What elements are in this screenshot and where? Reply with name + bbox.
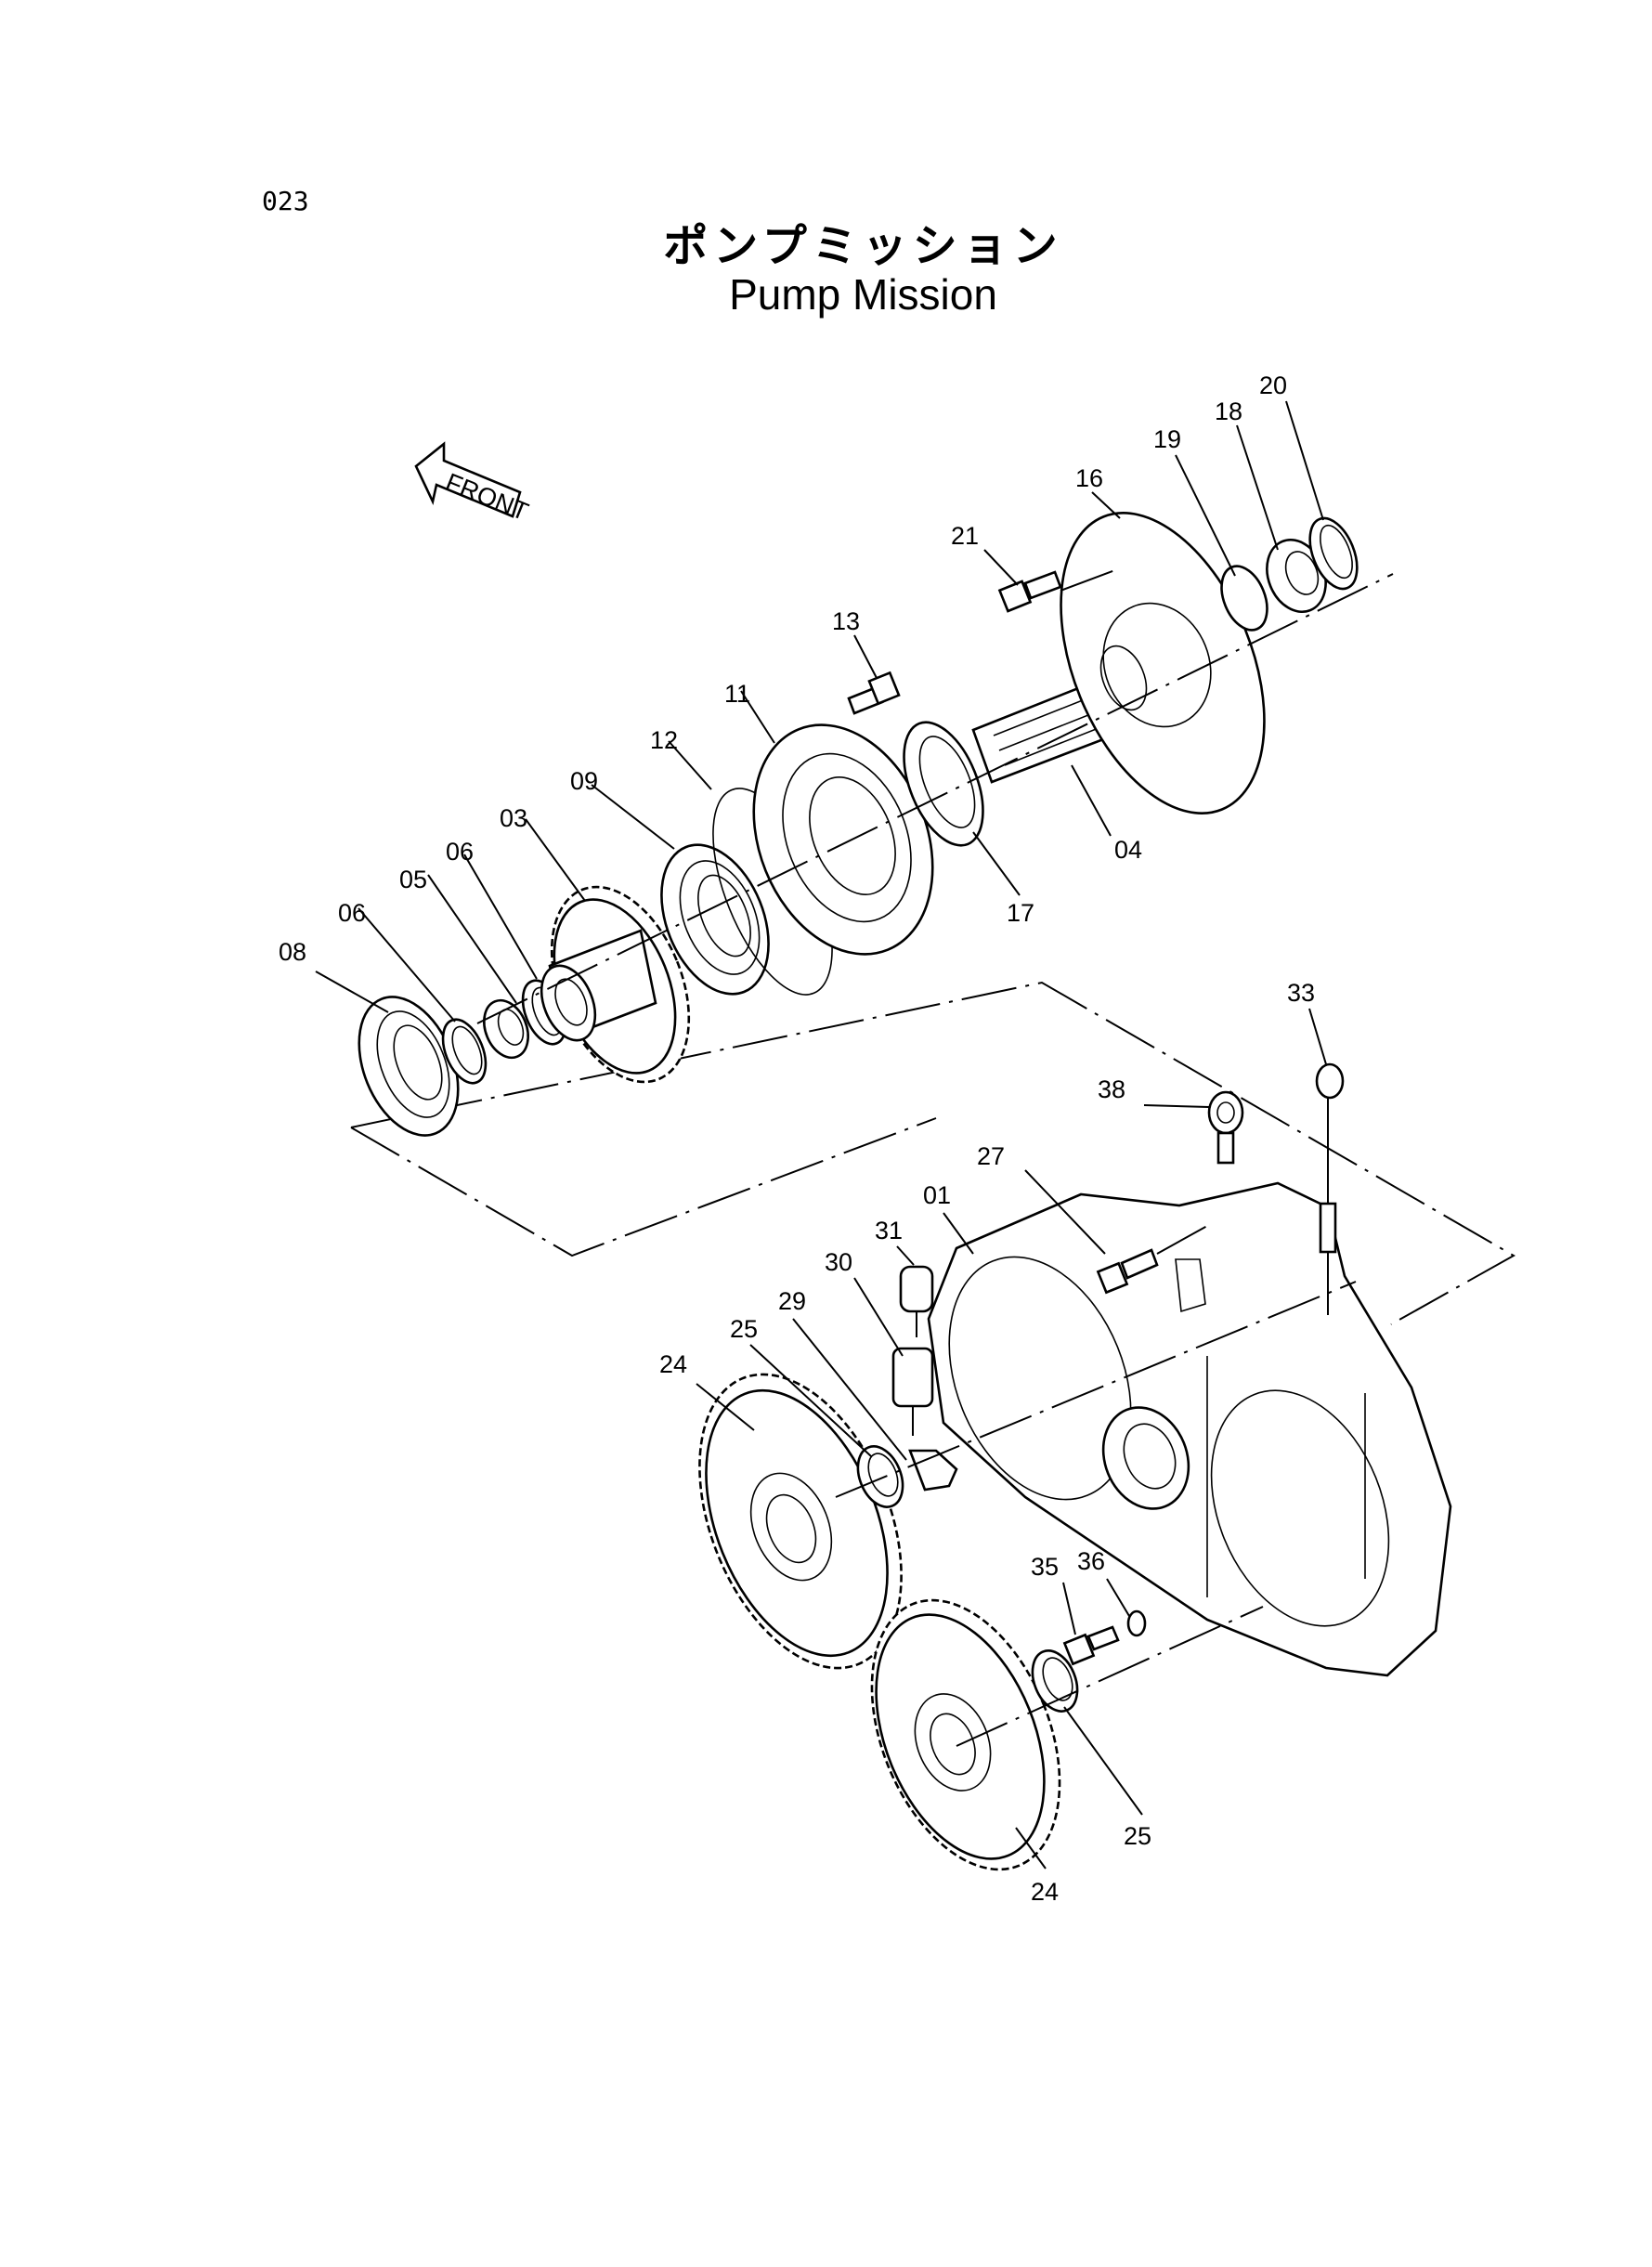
- callout: 13: [832, 607, 860, 635]
- callout: 17: [1007, 899, 1034, 927]
- callout: 06: [338, 899, 366, 927]
- callout: 31: [875, 1217, 903, 1244]
- callout: 11: [724, 680, 750, 708]
- callout: 33: [1287, 979, 1315, 1007]
- elbow-29: [908, 1449, 958, 1492]
- bolt-35: [1062, 1625, 1120, 1666]
- callout: 16: [1075, 464, 1103, 492]
- upper-assembly-frame-lower: [350, 1117, 937, 1257]
- axis-line-bolt: [1060, 567, 1121, 592]
- callout: 09: [570, 767, 598, 795]
- diagram-title-english: Pump Mission: [729, 270, 997, 319]
- case-01: [927, 1181, 1452, 1677]
- bolt-21: [997, 570, 1062, 613]
- seal-17: [903, 721, 984, 847]
- bearing-09: [660, 843, 770, 996]
- cover-16: [1060, 512, 1266, 814]
- callout: 06: [446, 838, 474, 866]
- callout: 24: [659, 1350, 687, 1378]
- callout: 19: [1153, 425, 1181, 453]
- snap-ring-06-left: [441, 1018, 488, 1085]
- callout: 18: [1215, 397, 1242, 425]
- eye-bolt-38: [1207, 1090, 1244, 1165]
- callout: 03: [500, 804, 527, 832]
- axis-line-upper: [476, 573, 1394, 1024]
- upper-assembly-frame: [350, 981, 1516, 1325]
- callout: 20: [1259, 371, 1287, 399]
- snap-ring-25-upper: [856, 1445, 904, 1508]
- callout: 25: [730, 1315, 758, 1343]
- gear-03: [540, 885, 691, 1084]
- callout: 35: [1031, 1553, 1059, 1581]
- page-code: 023: [262, 186, 309, 216]
- dipstick-33: [1315, 1062, 1345, 1315]
- bolt-27: [1096, 1248, 1159, 1295]
- callout: 12: [650, 726, 678, 754]
- washer-36: [1126, 1609, 1147, 1637]
- axis-line-bolt-27: [1156, 1225, 1208, 1255]
- callout: 25: [1124, 1822, 1151, 1850]
- axis-line-bottom: [956, 1606, 1264, 1747]
- front-arrow-icon: FRONT: [414, 441, 532, 527]
- housing-11: [752, 723, 934, 956]
- leader-lines: [315, 400, 1327, 1870]
- axis-line-lower: [835, 1281, 1357, 1498]
- diagram-title-japanese: ポンプミッション: [663, 220, 1063, 272]
- callout: 30: [825, 1248, 852, 1276]
- filter-30: [891, 1347, 934, 1436]
- callout: 21: [951, 522, 979, 550]
- callout: 05: [399, 866, 427, 893]
- callout: 36: [1077, 1547, 1105, 1575]
- callout: 04: [1114, 836, 1142, 864]
- gear-24-lower: [870, 1598, 1061, 1871]
- o-ring-19: [1220, 565, 1268, 632]
- callout: 24: [1031, 1878, 1059, 1906]
- callout: 08: [279, 938, 306, 966]
- callout-labels: 20 18 19 16 21 13 11 12 09 03 06 05 06 0…: [279, 371, 1315, 1906]
- bolt-13: [847, 671, 901, 715]
- front-arrow-label: FRONT: [442, 468, 532, 527]
- bearing-08: [358, 996, 460, 1137]
- gear-24-upper: [698, 1373, 903, 1670]
- callout: 01: [923, 1181, 951, 1209]
- callout: 27: [977, 1142, 1005, 1170]
- callout: 29: [778, 1287, 806, 1315]
- callout: 38: [1098, 1075, 1125, 1103]
- snap-ring-20: [1308, 516, 1359, 591]
- breather-31: [899, 1265, 934, 1337]
